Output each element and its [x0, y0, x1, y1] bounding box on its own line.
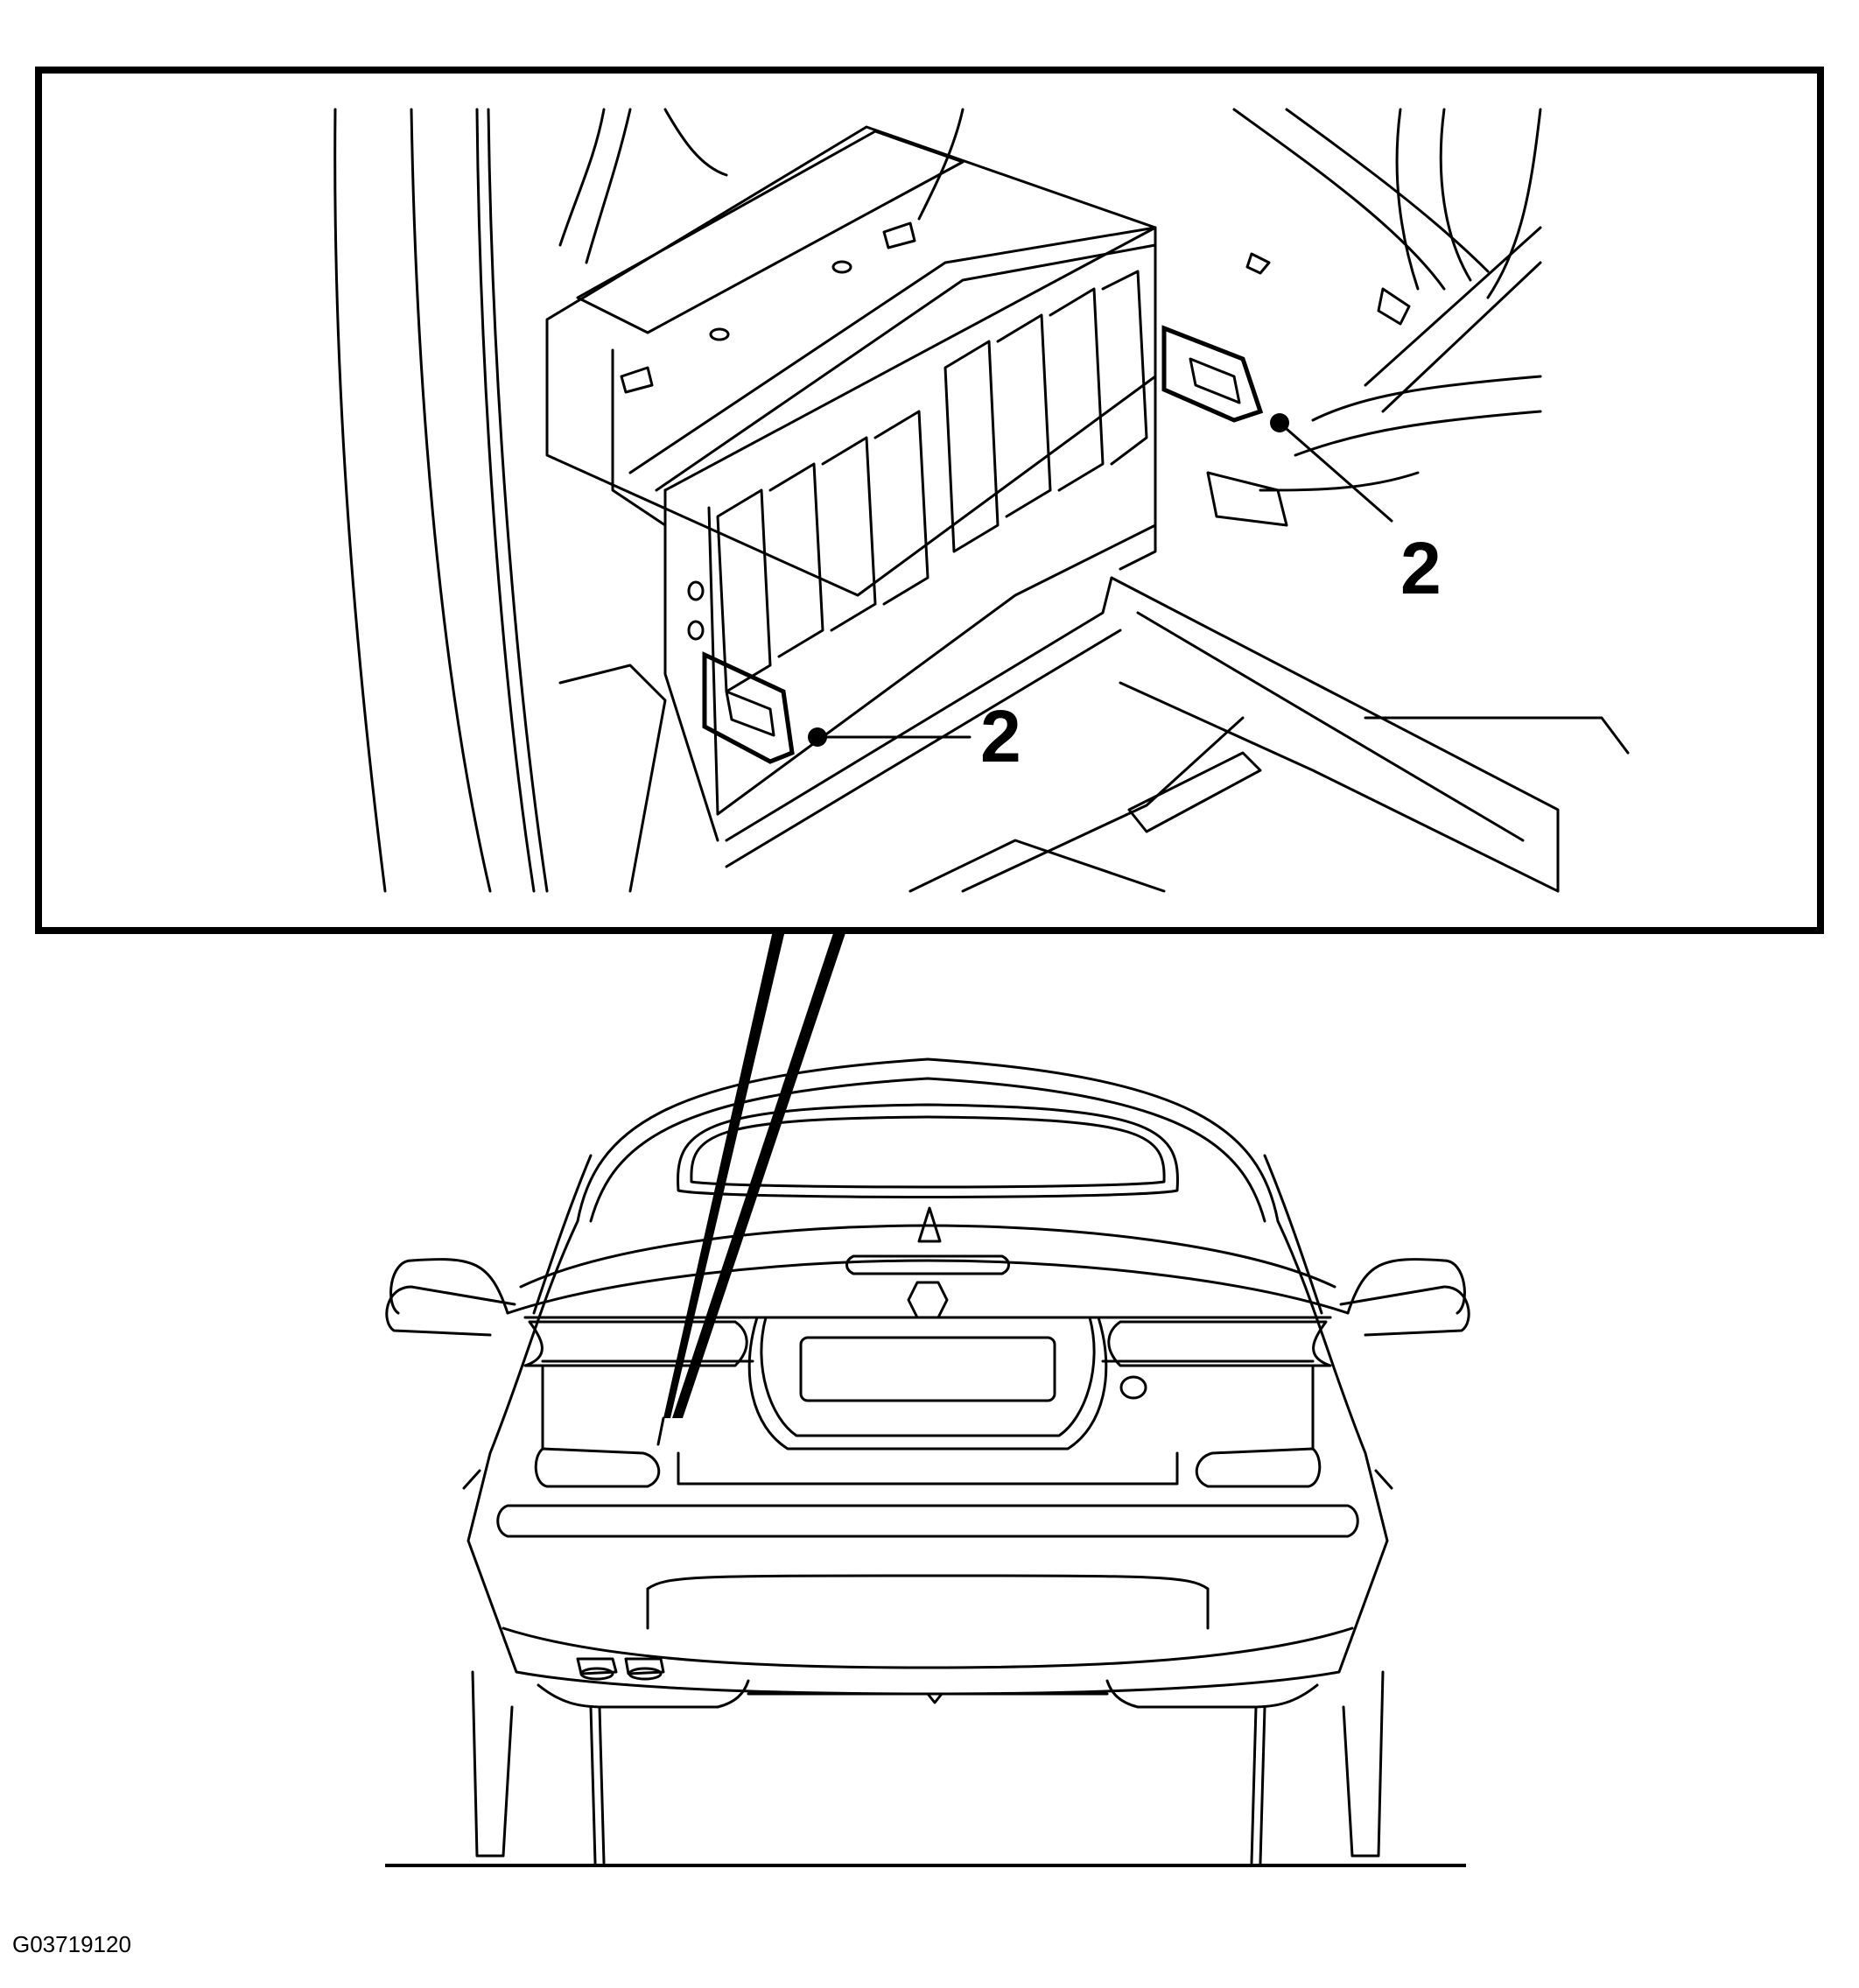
retaining-clip-lower — [702, 651, 795, 764]
control-module — [545, 125, 1157, 868]
detail-frame — [35, 67, 1824, 934]
figure-id: G03719120 — [12, 1931, 131, 1957]
retaining-clip-upper — [1161, 325, 1264, 423]
detail-inset: 2 2 — [35, 67, 1824, 934]
pillar-lines — [333, 108, 549, 893]
zoom-pointer — [656, 931, 846, 1446]
floor-panels — [558, 576, 1630, 893]
callout-label-upper: 2 — [1400, 527, 1442, 609]
callout-leader-lower — [808, 727, 972, 747]
vehicle-rear-view — [385, 1057, 1470, 1865]
wiring-harness — [558, 108, 1542, 527]
exhaust-tips — [576, 1657, 665, 1681]
callout-label-lower: 2 — [980, 695, 1021, 777]
callout-leader-upper — [1270, 413, 1393, 523]
